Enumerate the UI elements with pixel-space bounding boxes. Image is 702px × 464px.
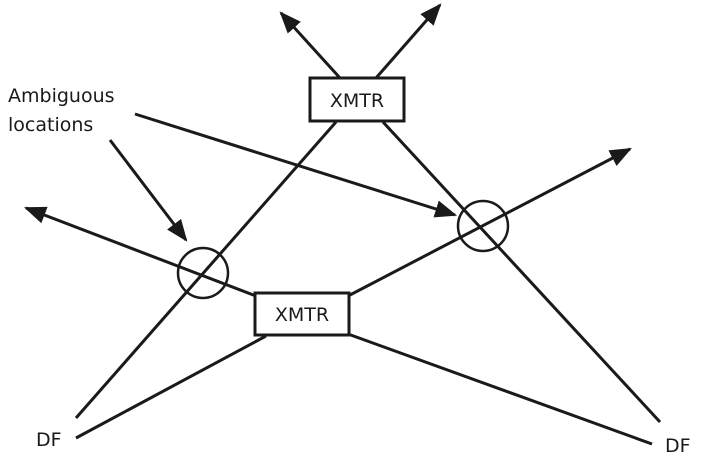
- transmitter-top-box: [308, 76, 406, 123]
- transmitter-bottom-box: [253, 291, 351, 337]
- arrow-top-xmtr-up-right: [374, 3, 442, 79]
- annotation-label-line2: locations: [8, 114, 93, 136]
- arrow-bottom-xmtr-left: [23, 206, 257, 298]
- bearing-line-df-left-to-top-xmtr: [74, 121, 338, 419]
- ambiguous-location-left: [176, 246, 230, 300]
- transmitter-bottom-label: XMTR: [275, 304, 329, 326]
- bearing-line-df-left-to-bottom-xmtr: [75, 334, 267, 440]
- annotation-label-line1: Ambiguous: [8, 85, 115, 107]
- annotation-arrow-to-right-location: [134, 112, 458, 218]
- ambiguous-location-right: [456, 199, 510, 253]
- df-right-label: DF: [665, 435, 691, 457]
- arrow-top-xmtr-up-left: [279, 11, 342, 80]
- annotation-arrow-to-left-location: [108, 139, 188, 242]
- arrow-bottom-xmtr-right: [347, 147, 632, 298]
- bearing-line-df-right-to-bottom-xmtr: [347, 332, 653, 446]
- transmitter-bottom: XMTR: [253, 291, 351, 337]
- transmitter-top: XMTR: [308, 76, 406, 123]
- transmitter-top-label: XMTR: [330, 90, 384, 112]
- bearing-line-df-right-to-top-xmtr: [381, 120, 662, 424]
- df-left-label: DF: [36, 429, 62, 451]
